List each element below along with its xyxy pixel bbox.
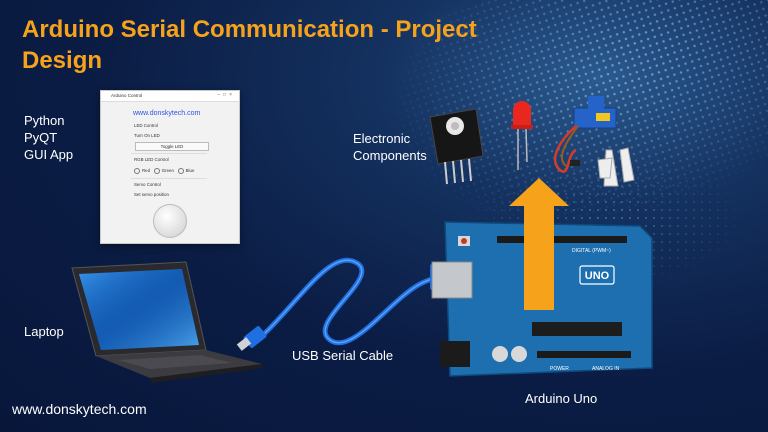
gui-rgb-group-label: RGB LED Control	[134, 157, 169, 162]
up-arrow-icon	[509, 178, 569, 310]
pyqt-gui-window: Arduino Control –□× www.donskytech.com L…	[100, 90, 240, 244]
gui-rgb-radio-group: Red Green Blue	[134, 168, 194, 174]
board-digital-header: DIGITAL (PWM~)	[572, 248, 611, 254]
board-analog-header: ANALOG IN	[592, 366, 620, 372]
gui-led-group-label: LED Control	[134, 123, 158, 128]
label-arduino-uno: Arduino Uno	[525, 391, 598, 406]
board-brand-text: UNO	[585, 270, 610, 282]
gui-radio-blue: Blue	[185, 168, 195, 174]
gui-servo-position-label: Set servo position	[134, 192, 169, 197]
radio-icon	[153, 168, 160, 174]
radio-icon	[134, 168, 140, 174]
window-controls-icon: –□×	[217, 92, 235, 98]
label-usb-serial-cable: USB Serial Cable	[292, 348, 394, 363]
gui-radio-red: Red	[142, 168, 151, 174]
gui-title-bar: Arduino Control –□×	[101, 91, 239, 102]
gui-radio-green: Green	[161, 168, 174, 174]
gui-led-checkbox-label: Turn On LED	[134, 133, 160, 138]
gui-site-link: www.donskytech.com	[133, 110, 201, 117]
laptop-icon	[71, 261, 264, 383]
gui-servo-group-label: Servo Control	[134, 182, 161, 187]
gui-toggle-led-button: Toggle LED	[135, 142, 209, 151]
gui-servo-dial	[153, 204, 187, 238]
gui-window-title: Arduino Control	[111, 93, 143, 98]
label-laptop: Laptop	[24, 324, 64, 339]
led-icon	[511, 101, 533, 170]
sensor-module-icon	[429, 108, 484, 185]
usb-cable-icon	[236, 257, 452, 351]
website-footer: www.donskytech.com	[12, 401, 147, 417]
radio-icon	[177, 168, 184, 174]
board-power-header: POWER	[550, 366, 569, 372]
gui-divider	[131, 178, 207, 179]
page-title: Arduino Serial Communication - Project D…	[22, 16, 477, 74]
label-python-gui-app: Python PyQT GUI App	[24, 113, 74, 162]
label-electronic-components: Electronic Components	[353, 131, 427, 163]
gui-divider	[131, 153, 207, 154]
servo-icon	[553, 96, 635, 187]
